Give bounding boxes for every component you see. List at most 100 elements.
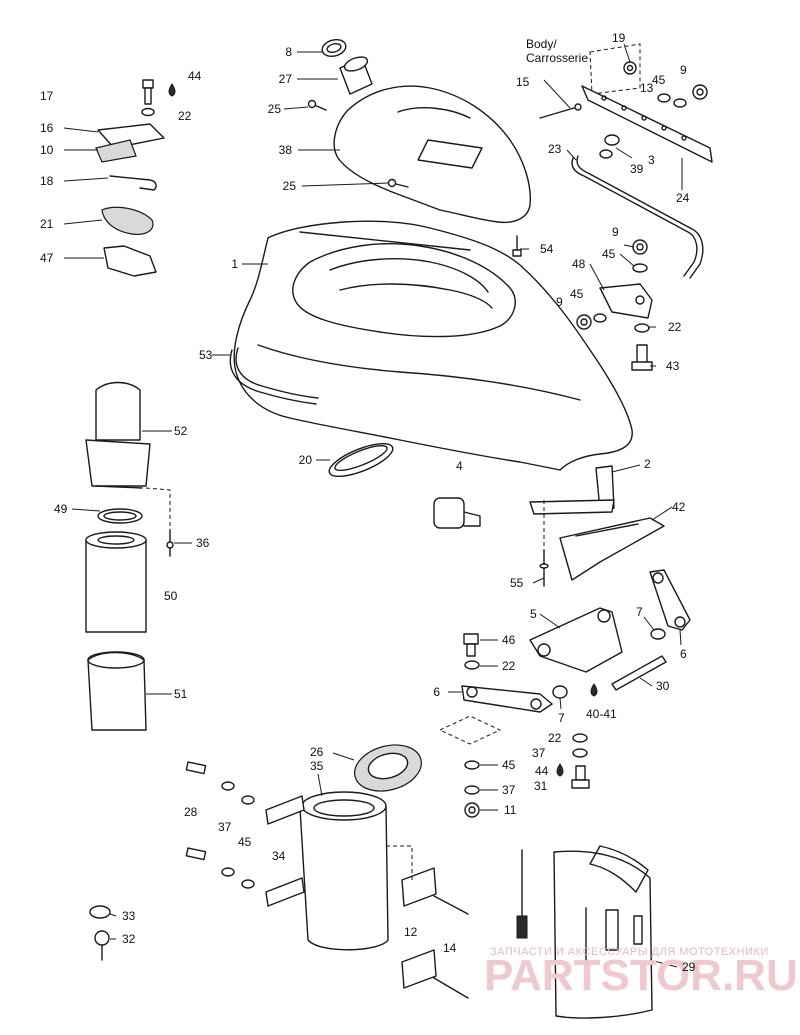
part-32-rivet [94,930,110,961]
part-29-tool-kit [516,845,653,1019]
part-7-bushing-right [650,628,666,640]
callout-37-left: 37 [218,820,232,834]
callout-32: 32 [122,932,136,946]
callout-52: 52 [174,424,188,438]
part-20-cover-plate [328,442,394,478]
part-18-clip [109,175,157,191]
callout-16: 16 [40,121,54,135]
part-9-nut-top [692,84,708,100]
callout-13: 13 [640,81,654,95]
part-17-bolt [142,79,154,105]
part-16-10-latch [95,123,165,163]
part-39-washer [599,149,613,159]
callout-45-top: 45 [652,73,666,87]
part-6-arm-left [461,685,553,713]
part-3-washer [604,134,620,146]
callout-39: 39 [630,162,644,176]
part-4-connector [433,497,481,529]
part-13-washer [657,93,671,103]
callout-30: 30 [656,679,670,693]
part-45-washer-center [464,760,480,770]
part-43-bolt [631,344,653,371]
part-8-ring [321,38,347,58]
callout-46: 46 [502,633,516,647]
callout-8: 8 [285,45,292,59]
part-45-washer-top [673,98,687,108]
callout-50: 50 [164,589,178,603]
part-5-linkage [529,607,623,673]
callout-2: 2 [644,457,651,471]
part-50-canister [85,531,147,633]
part-42-cover [559,517,665,581]
callout-49: 49 [54,502,68,516]
part-22-washer-right [634,323,650,333]
part-2-bracket [529,465,615,515]
part-47-bracket [103,245,157,277]
callout-36: 36 [196,536,210,550]
part-12-plate-lower [401,949,437,989]
part-38-hood [333,85,532,224]
part-12-plate-upper [401,867,437,907]
callout-34: 34 [272,849,286,863]
callout-17: 17 [40,89,54,103]
leader-lines [63,43,683,968]
callout-25-upper: 25 [268,102,282,116]
callout-48: 48 [572,257,586,271]
part-46-bolt [463,633,479,657]
callout-29: 29 [682,960,696,974]
watermark-logo: PARTSTOR.RU [484,951,798,1000]
callout-35: 35 [310,759,324,773]
callout-9-low: 9 [556,295,563,309]
callout-44-lower: 44 [535,764,549,778]
callout-24: 24 [676,191,690,205]
part-30-pin [611,655,667,691]
callout-22-lower: 22 [548,731,562,745]
callout-7-right: 7 [636,605,643,619]
callout-7-left: 7 [558,711,565,725]
part-22-washer-lower [572,733,588,743]
part-14-screw-upper [433,895,469,915]
part-25-screw-upper [307,99,327,111]
callout-9-top: 9 [680,63,687,77]
part-48-bracket [599,283,653,319]
callout-14: 14 [443,941,457,955]
part-9-nut-low [576,314,592,330]
callout-53: 53 [199,348,213,362]
part-34-plate-upper [265,795,305,825]
part-33-clip [89,905,111,919]
part-15-screw [539,103,582,119]
callout-6-left: 6 [433,685,440,699]
callout-5: 5 [530,607,537,621]
part-19-nut [623,61,637,75]
part-7-bushing-left [552,685,568,699]
part-11-nut [464,802,480,818]
part-52-funnel [85,381,151,489]
part-37-washer-lower [572,748,588,758]
callout-1: 1 [231,257,238,271]
callout-12: 12 [404,925,418,939]
callout-21: 21 [40,217,54,231]
part-24-rail [581,85,713,163]
callout-45-center: 45 [502,758,516,772]
part-55-pin [539,549,549,587]
part-44-drop-top [168,83,176,97]
part-49-clamp [97,508,143,524]
part-35-duct [299,791,389,951]
part-25-screw-lower [387,178,409,188]
watermark: ЗАПЧАСТИ И АКСЕССУАРЫ ДЛЯ МОТОТЕХНИКИ PA… [484,946,798,1000]
part-28-bolt-upper [185,761,207,775]
callout-33: 33 [122,909,136,923]
body-note: Body/ Carrosserie [526,37,588,65]
part-14-screw-lower [433,977,469,999]
callout-18: 18 [40,174,54,188]
part-34-plate-lower [265,877,305,907]
part-6-arm-right [649,569,691,631]
callout-37-lower: 37 [532,746,546,760]
body-note-line-2: Carrosserie [526,51,588,65]
part-45-washer-mid [632,263,648,273]
callout-45-left: 45 [238,835,252,849]
callout-3: 3 [648,153,655,167]
part-45-washer-low [593,313,607,323]
callout-42: 42 [672,500,686,514]
